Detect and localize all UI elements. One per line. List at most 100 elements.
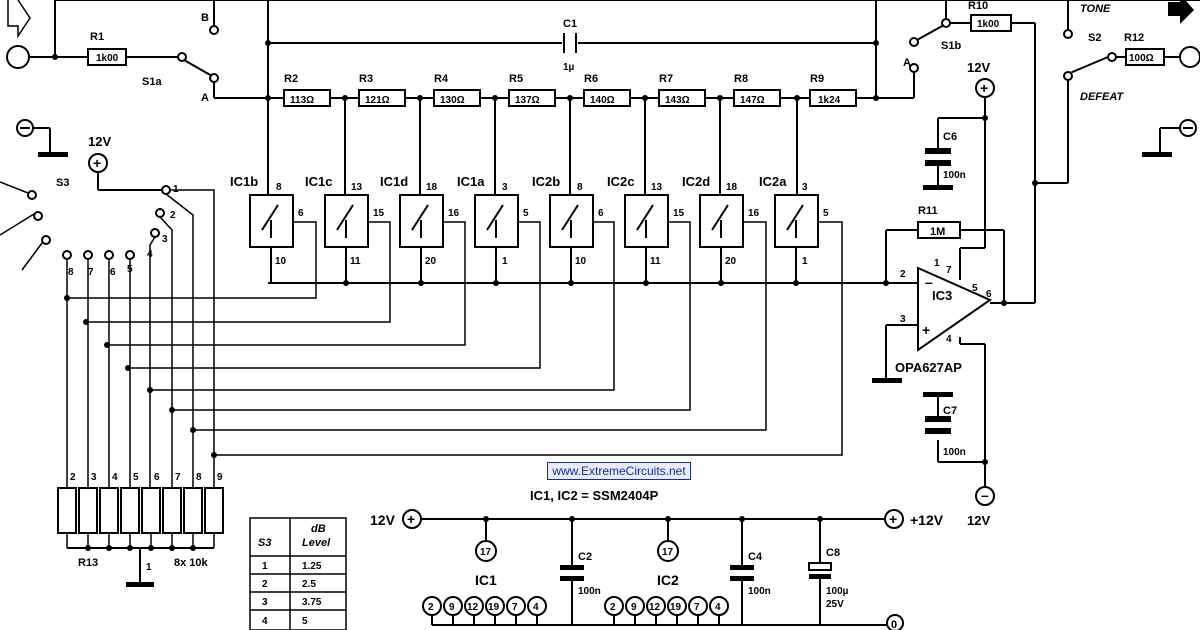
r11-ref: R11 <box>918 205 938 217</box>
r7-value: 143Ω <box>665 95 690 106</box>
r2-body <box>283 89 331 107</box>
ground-left-icon <box>16 119 68 157</box>
switch-ic1a: IC1a 3 5 1 <box>457 174 529 267</box>
sw-ic1a-name: IC1a <box>457 174 485 189</box>
svg-text:7: 7 <box>694 602 700 613</box>
s3-pos3: 3 <box>162 234 168 245</box>
switch-ic1c: IC1c 13 15 11 <box>305 174 385 267</box>
svg-text:4: 4 <box>715 602 721 613</box>
svg-text:+: + <box>93 155 101 171</box>
c7-value: 100n <box>943 447 966 458</box>
r5-value: 137Ω <box>515 95 540 106</box>
table-header-level: Level <box>302 537 331 549</box>
s3-pos8: 8 <box>68 267 74 278</box>
sw-ic1c-bottom: 11 <box>350 256 361 267</box>
r5-ref: R5 <box>509 73 523 85</box>
r11-value: 1M <box>930 226 945 238</box>
r7-ref: R7 <box>659 73 673 85</box>
sw-ic2a-bottom: 1 <box>802 256 808 267</box>
r5-body <box>508 89 556 107</box>
ground-zero-label: 0 <box>891 619 897 630</box>
r4-body <box>433 89 481 107</box>
sw-ic1d-top: 18 <box>426 182 438 193</box>
sw-ic1a-right: 5 <box>523 208 529 219</box>
svg-text:–: – <box>925 274 933 290</box>
svg-text:9: 9 <box>449 602 455 613</box>
svg-text:2: 2 <box>610 602 616 613</box>
r6-body <box>583 89 631 107</box>
sw-ic1c-top: 13 <box>351 182 363 193</box>
control-wires <box>67 221 843 456</box>
ic1-label: IC1 <box>475 572 497 588</box>
sw-ic2d-top: 18 <box>726 182 738 193</box>
sw-ic2b-bottom: 10 <box>575 256 587 267</box>
s3-rotary-switch: S3 1 2 3 4 5 6 7 8 <box>0 177 179 278</box>
s2-tone: TONE <box>1080 3 1111 15</box>
pin1: 1 <box>934 258 940 269</box>
sw-ic2d-name: IC2d <box>682 174 710 189</box>
svg-text:12: 12 <box>467 602 479 613</box>
switch-ic1b: IC1b 8 6 10 <box>230 174 304 267</box>
table-row3-level: 3.75 <box>302 597 322 608</box>
svg-text:19: 19 <box>670 602 682 613</box>
sw-ic1b-bottom: 10 <box>275 256 287 267</box>
r13-value: 8x 10k <box>174 557 209 569</box>
r11-resistor: R11 1M <box>917 205 961 239</box>
sw-ic2a-name: IC2a <box>759 174 787 189</box>
pin2: 2 <box>900 269 906 280</box>
c4-value: 100n <box>748 586 771 597</box>
input-jack <box>6 0 31 69</box>
opamp-vpos: 12V <box>967 60 990 75</box>
pin3: 3 <box>900 314 906 325</box>
opamp-ic3: IC3 OPA627AP – + 1 2 3 4 5 6 7 <box>895 258 993 375</box>
opamp-vneg: 12V <box>967 513 990 528</box>
rail-label-left: 12V <box>370 512 396 528</box>
sw-ic2c-top: 13 <box>651 182 663 193</box>
resistor-ladder: R2 113Ω R3 121Ω R4 130Ω R5 137Ω R6 140Ω … <box>283 73 857 107</box>
r8-value: 147Ω <box>740 95 765 106</box>
sw-ic2b-name: IC2b <box>532 174 560 189</box>
c8-rating: 25V <box>826 599 844 610</box>
sw-ic1d-right: 16 <box>448 208 460 219</box>
r10-resistor: R10 1k00 <box>968 0 1012 32</box>
ic1-ground-pins: 2 9 12 19 7 4 <box>422 596 547 616</box>
s2-switch: TONE S2 DEFEAT <box>1063 3 1124 103</box>
c4-capacitor: C4 100n <box>730 519 771 625</box>
sw-ic1b-name: IC1b <box>230 174 258 189</box>
r13-ref: R13 <box>78 557 98 569</box>
sw-ic2c-name: IC2c <box>607 174 634 189</box>
r4-ref: R4 <box>434 73 449 85</box>
c6-value: 100n <box>943 170 966 181</box>
s3-pos7: 7 <box>88 267 94 278</box>
svg-text:+: + <box>922 322 930 338</box>
r13-pin2: 2 <box>70 472 76 483</box>
s1a-throw-b: B <box>201 12 209 24</box>
c2-value: 100n <box>578 586 601 597</box>
r13-pin3: 3 <box>91 472 97 483</box>
table-header-db: dB <box>311 523 326 535</box>
s2-label: S2 <box>1088 32 1101 44</box>
r12-ref: R12 <box>1124 32 1144 44</box>
sw-ic1a-bottom: 1 <box>502 256 508 267</box>
r1-ref: R1 <box>90 31 104 43</box>
v12-negative-icon: – 12V <box>967 486 995 528</box>
s2-defeat: DEFEAT <box>1080 91 1124 103</box>
r12-value: 100Ω <box>1129 53 1154 64</box>
table-header-s3: S3 <box>258 537 271 549</box>
switch-ic1d: IC1d 18 16 20 <box>380 174 460 267</box>
sw-ic1c-name: IC1c <box>305 174 332 189</box>
r6-value: 140Ω <box>590 95 615 106</box>
r8-body <box>733 89 781 107</box>
table-row2-level: 2.5 <box>302 579 316 590</box>
c6-ref: C6 <box>943 131 957 143</box>
c7-ref: C7 <box>943 405 957 417</box>
ic2-supply: 17 IC2 <box>657 519 679 588</box>
r7-body <box>658 89 706 107</box>
sw-ic1b-right: 6 <box>298 208 304 219</box>
ic3-part: OPA627AP <box>895 360 962 375</box>
pin5: 5 <box>972 283 978 294</box>
r8-ref: R8 <box>734 73 748 85</box>
svg-text:+: + <box>889 511 897 527</box>
r12-resistor: R12 100Ω <box>1124 32 1165 66</box>
